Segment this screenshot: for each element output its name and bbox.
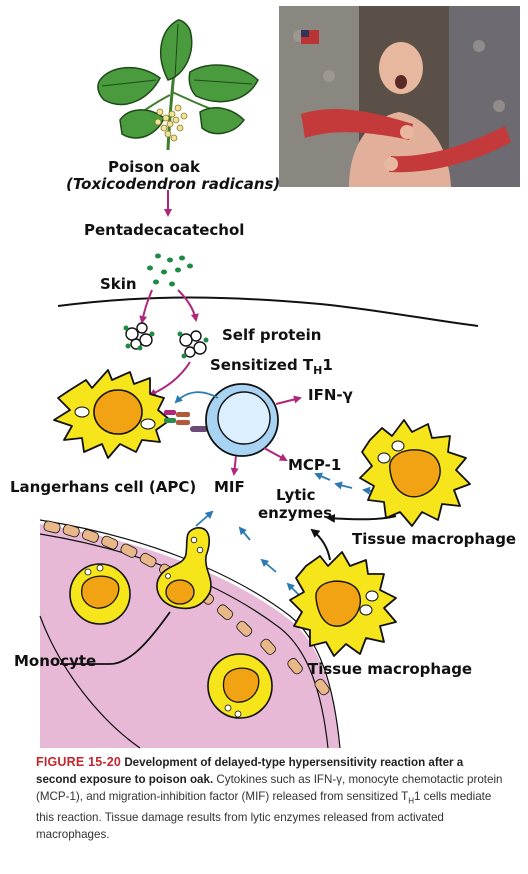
label-ifn-gamma: IFN-γ	[308, 386, 353, 404]
monocyte-in-vessel-1	[69, 563, 131, 625]
caption-heading: Development of delayed-type hypersensiti…	[36, 756, 464, 786]
arrow-ifn	[275, 395, 302, 405]
dth-diagram	[39, 19, 479, 749]
figure-caption: FIGURE 15-20 Development of delayed-type…	[36, 754, 506, 843]
label-sensitized-th1: Sensitized TH1	[210, 356, 333, 377]
endothelial-cell	[236, 620, 253, 637]
arrow-macrophage2-lytic	[310, 528, 331, 561]
label-lytic: Lytic	[276, 486, 316, 504]
endothelial-cell	[287, 658, 303, 675]
label-species: (Toxicodendron radicans)	[66, 175, 281, 193]
label-tissue-macrophage-2: Tissue macrophage	[308, 660, 473, 678]
endothelial-cell	[62, 524, 80, 538]
tcr-mhc-interaction	[164, 410, 208, 432]
arrow-to-langerhans	[148, 361, 191, 397]
caption-figure-number: FIGURE 15-20	[36, 755, 122, 769]
endothelial-cell	[101, 535, 119, 550]
caption-body-2: 1 cells mediate this reaction. Tissue da…	[36, 790, 492, 842]
langerhans-cell-icon	[53, 369, 171, 459]
tissue-macrophage-1-icon	[359, 419, 471, 527]
self-protein-left	[125, 322, 153, 350]
label-skin: Skin	[100, 275, 137, 293]
arrow-mif	[230, 455, 239, 476]
pentadecacatechol-particles	[147, 253, 193, 287]
th1-cell-icon	[205, 383, 279, 457]
poison-oak-plant-icon	[97, 19, 259, 151]
skin-surface-line	[57, 296, 479, 327]
endothelial-cell	[260, 638, 276, 655]
endothelial-cell	[217, 604, 234, 621]
label-monocyte: Monocyte	[14, 652, 97, 670]
tissue-macrophage-2-icon	[289, 551, 397, 657]
label-pentadecacatechol: Pentadecacatechol	[84, 221, 245, 239]
arrow-mcp1	[263, 447, 288, 461]
label-mcp1: MCP-1	[288, 456, 342, 474]
label-mif: MIF	[214, 478, 245, 496]
endothelial-cell	[43, 520, 61, 534]
caption-body-sub: H	[408, 796, 414, 806]
label-langerhans: Langerhans cell (APC)	[10, 478, 197, 496]
label-tissue-macrophage-1: Tissue macrophage	[352, 530, 517, 548]
monocyte-in-vessel-2	[207, 653, 273, 719]
monocyte-transmigrating	[156, 527, 212, 610]
migration-arrows	[195, 472, 381, 597]
label-self-protein: Self protein	[222, 326, 322, 344]
arrow-macrophage1-lytic	[326, 513, 397, 523]
endothelial-cell	[139, 552, 157, 568]
label-enzymes: enzymes	[258, 504, 333, 522]
patient-photo-icon	[279, 6, 520, 187]
monocyte-pointer	[60, 611, 171, 665]
self-protein-right	[179, 330, 207, 358]
endothelial-cell	[314, 678, 330, 696]
arrow-th1-feedback	[174, 391, 219, 404]
endothelial-cell	[120, 543, 138, 558]
label-poison-oak: Poison oak	[108, 158, 200, 176]
arrow-to-self-protein-right	[177, 289, 199, 322]
caption-body-1: Cytokines such as IFN-γ, monocyte chemot…	[36, 773, 503, 803]
arrow-to-self-protein-left	[139, 289, 153, 324]
endothelial-cell	[81, 529, 99, 543]
